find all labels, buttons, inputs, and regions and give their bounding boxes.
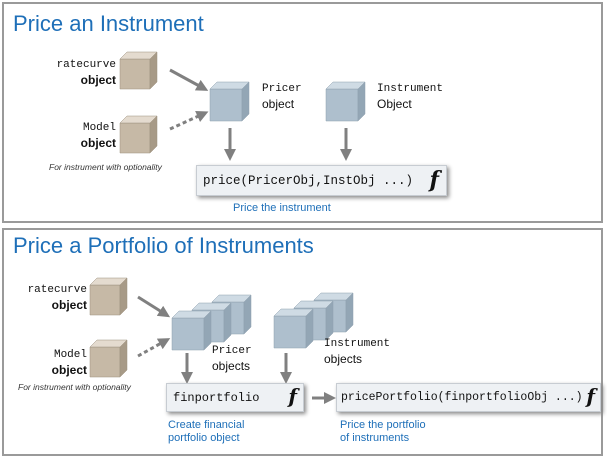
- model-code: Model: [82, 122, 116, 134]
- finportfolio-caption: Create financial portfolio object: [168, 419, 244, 445]
- instrument-code: Instrument: [324, 338, 391, 350]
- instrument-code: Instrument: [377, 83, 444, 95]
- instrument-label: Instrument Object: [377, 82, 443, 112]
- instrument-label: Instrument objects: [324, 337, 390, 367]
- instrument-cube-stack: [273, 308, 314, 349]
- pricer-word: objects: [212, 359, 251, 373]
- finportfolio-caption-line2: portfolio object: [168, 432, 240, 444]
- model-label: Model object: [52, 348, 87, 378]
- instrument-cube: [325, 81, 366, 122]
- price-function-box[interactable]: price(PricerObj,InstObj ...) f: [196, 165, 447, 196]
- pricer-code: Pricer: [212, 345, 252, 357]
- function-icon: f: [288, 384, 297, 408]
- pricer-word: object: [262, 97, 295, 111]
- priceportfolio-function-box[interactable]: pricePortfolio(finportfolioObj ...) f: [336, 383, 601, 412]
- ratecurve-label: ratecurve object: [57, 58, 116, 88]
- model-to-pricer-dashed-arrow: [169, 111, 209, 131]
- ratecurve-to-pricer-arrow: [169, 68, 209, 91]
- finportfolio-function-box[interactable]: finportfolio f: [166, 383, 304, 412]
- model-cube: [89, 339, 128, 378]
- ratecurve-word: object: [80, 73, 116, 87]
- ratecurve-code: ratecurve: [56, 59, 116, 71]
- ratecurve-to-pricer-arrow: [137, 295, 171, 318]
- finportfolio-caption-line1: Create financial: [168, 419, 245, 431]
- pricer-code: Pricer: [262, 83, 302, 95]
- ratecurve-code: ratecurve: [27, 284, 87, 296]
- price-caption: Price the instrument: [233, 202, 331, 214]
- priceportfolio-caption-line1: Price the portfolio: [340, 419, 426, 431]
- model-word: object: [51, 363, 87, 377]
- optionality-note: For instrument with optionality: [18, 382, 131, 392]
- ratecurve-label: ratecurve object: [28, 283, 87, 313]
- finportfolio-code: finportfolio: [173, 391, 260, 405]
- pricer-cube-stack: [171, 310, 212, 351]
- price-function-code: price(PricerObj,InstObj ...): [203, 174, 414, 188]
- ratecurve-cube: [89, 277, 128, 316]
- instrument-word: objects: [324, 352, 363, 366]
- ratecurve-cube: [119, 51, 158, 90]
- priceportfolio-caption-line2: of instruments: [340, 432, 410, 444]
- instrument-word: Object: [377, 97, 412, 111]
- model-code: Model: [53, 349, 87, 361]
- priceportfolio-caption: Price the portfolio of instruments: [340, 419, 426, 445]
- function-icon: f: [429, 167, 439, 193]
- pricer-label: Pricer object: [262, 82, 302, 112]
- model-to-pricer-dashed-arrow: [137, 338, 171, 358]
- pricer-cube: [209, 81, 250, 122]
- model-cube: [119, 115, 158, 154]
- model-label: Model object: [81, 121, 116, 151]
- pricer-label: Pricer objects: [212, 344, 252, 374]
- ratecurve-word: object: [51, 298, 87, 312]
- panel-title: Price an Instrument: [13, 11, 204, 36]
- priceportfolio-code: pricePortfolio(finportfolioObj ...): [341, 391, 583, 404]
- function-icon: f: [586, 384, 595, 408]
- optionality-note: For instrument with optionality: [49, 162, 162, 172]
- model-word: object: [80, 136, 116, 150]
- panel-title: Price a Portfolio of Instruments: [13, 233, 314, 258]
